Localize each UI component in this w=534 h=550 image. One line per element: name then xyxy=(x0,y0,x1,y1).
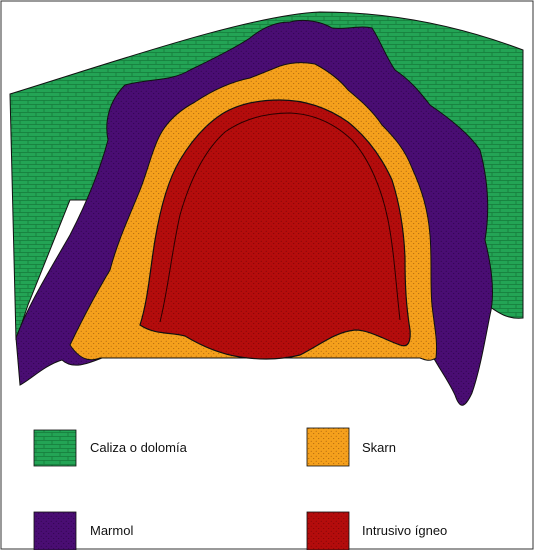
legend-swatch-marmol xyxy=(34,512,76,550)
legend-label-marmol: Marmol xyxy=(90,523,133,538)
legend-swatch-intrusivo xyxy=(307,512,349,550)
legend-swatch-caliza xyxy=(34,430,76,466)
legend-label-intrusivo: Intrusivo ígneo xyxy=(362,523,447,538)
legend-label-caliza: Caliza o dolomía xyxy=(90,440,188,455)
legend-swatch-skarn xyxy=(307,428,349,466)
legend-label-skarn: Skarn xyxy=(362,440,396,455)
